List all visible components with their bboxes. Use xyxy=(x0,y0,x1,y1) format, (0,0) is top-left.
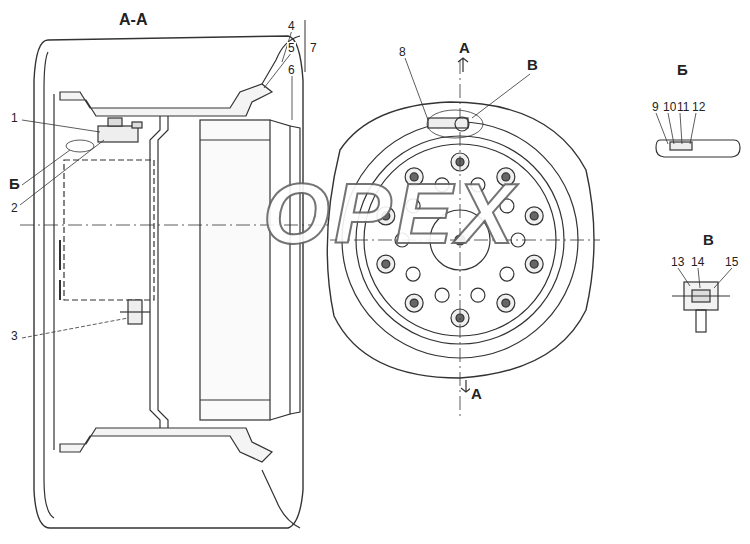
detail-title: В xyxy=(702,232,715,247)
section-mark: А xyxy=(458,40,471,55)
callout-number: 2 xyxy=(10,202,19,214)
callout-number: 12 xyxy=(691,101,706,113)
detail-title: Б xyxy=(676,62,689,77)
callout-number: 7 xyxy=(309,42,318,54)
detail-mark: Б xyxy=(8,176,21,191)
callout-number: 13 xyxy=(670,256,685,268)
callout-number: 14 xyxy=(690,256,705,268)
callout-number: 1 xyxy=(10,112,19,124)
section-mark: А xyxy=(470,386,483,401)
watermark: OPEX xyxy=(262,170,519,256)
detail-mark: В xyxy=(526,57,539,72)
callout-number: 6 xyxy=(287,64,296,76)
callout-number: 15 xyxy=(724,256,739,268)
callout-number: 5 xyxy=(287,42,296,54)
callout-number: 11 xyxy=(676,101,690,113)
callout-number: 8 xyxy=(398,46,407,58)
callout-number: 9 xyxy=(651,101,660,113)
callout-number: 3 xyxy=(10,330,19,342)
callout-number: 4 xyxy=(287,20,296,32)
section-title: А-А xyxy=(118,12,148,28)
